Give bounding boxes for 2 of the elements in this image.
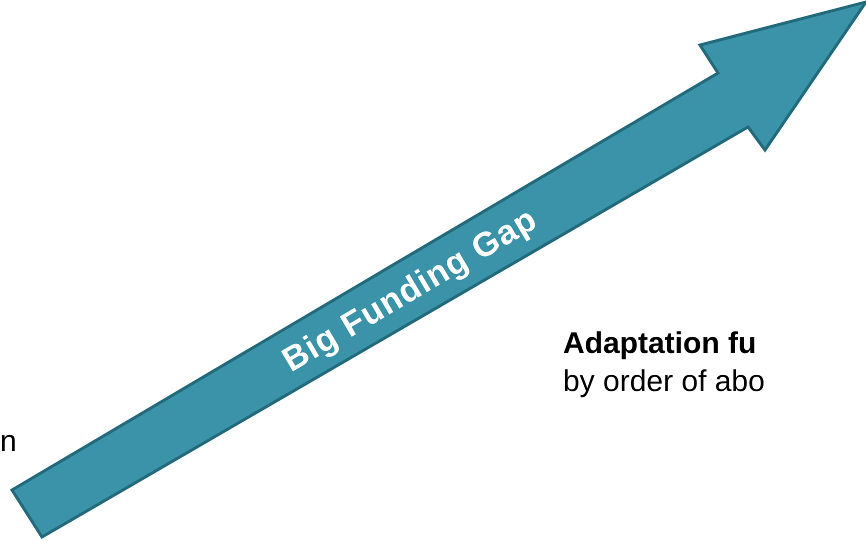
note-text: Adaptation fu by order of abo	[563, 326, 765, 400]
note-text: n	[0, 424, 17, 460]
